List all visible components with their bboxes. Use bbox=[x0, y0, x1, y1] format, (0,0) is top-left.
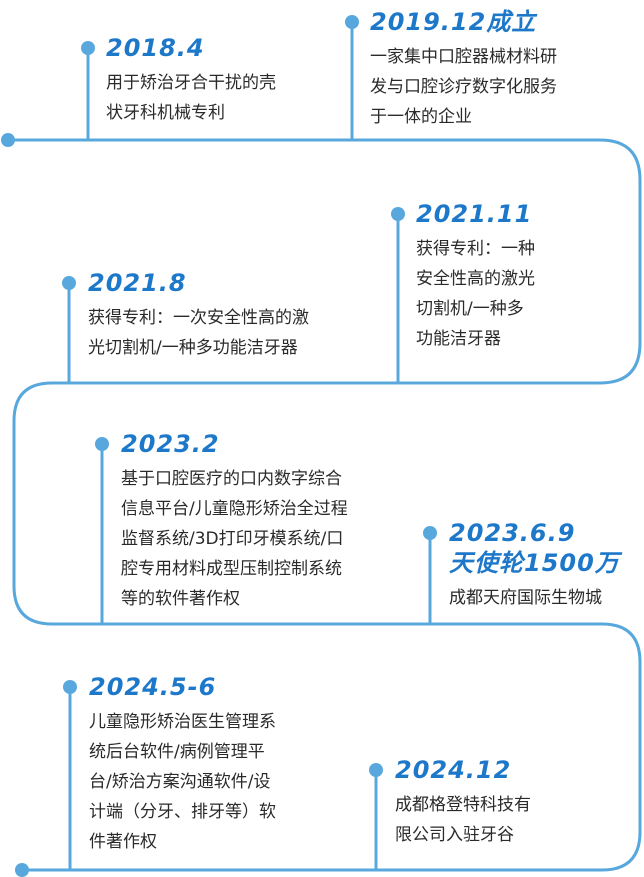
event-date: 2024.5-6 bbox=[89, 673, 217, 701]
event-line: 统后台软件/病例管理平 bbox=[89, 742, 265, 762]
event-line: 等的软件著作权 bbox=[121, 589, 240, 609]
event-line: 一家集中口腔器械材料研 bbox=[370, 47, 557, 67]
line-start-dot bbox=[1, 133, 15, 147]
line-end-dot bbox=[15, 863, 29, 877]
event-line: 计端（分牙、排牙等）软 bbox=[89, 802, 276, 822]
event-line: 光切割机/一种多功能洁牙器 bbox=[88, 338, 298, 358]
event-line: 于一体的企业 bbox=[370, 107, 472, 127]
dot-2023-6-9 bbox=[423, 526, 437, 540]
event-description: 用于矫治牙合干扰的壳 状牙科机械专利 bbox=[106, 68, 276, 128]
event-line: 腔专用材料成型压制控制系统 bbox=[121, 559, 342, 579]
event-date: 2023.6.9 bbox=[449, 519, 576, 547]
event-line: 件著作权 bbox=[89, 832, 157, 852]
event-2019-12: 2019.12成立 一家集中口腔器械材料研 发与口腔诊疗数字化服务 于一体的企业 bbox=[370, 8, 557, 132]
event-description: 一家集中口腔器械材料研 发与口腔诊疗数字化服务 于一体的企业 bbox=[370, 42, 557, 132]
event-line: 限公司入驻牙谷 bbox=[395, 825, 514, 845]
event-line: 发与口腔诊疗数字化服务 bbox=[370, 77, 557, 97]
event-funding: 天使轮1500万 bbox=[449, 549, 620, 577]
event-date: 2021.8 bbox=[88, 269, 187, 297]
event-line: 安全性高的激光 bbox=[416, 269, 535, 289]
event-line: 监督系统/3D打印牙模系统/口 bbox=[121, 529, 344, 549]
event-2023-6-9: 2023.6.9 天使轮1500万 成都天府国际生物城 bbox=[449, 519, 620, 613]
dot-2021-11 bbox=[391, 207, 405, 221]
dot-2021-8 bbox=[62, 276, 76, 290]
event-description: 成都格登特科技有 限公司入驻牙谷 bbox=[395, 790, 531, 850]
event-description: 儿童隐形矫治医生管理系 统后台软件/病例管理平 台/矫治方案沟通软件/设 计端（… bbox=[89, 707, 276, 857]
event-2024-5-6: 2024.5-6 儿童隐形矫治医生管理系 统后台软件/病例管理平 台/矫治方案沟… bbox=[89, 673, 276, 857]
dot-2019-12 bbox=[345, 15, 359, 29]
event-date: 2024.12 bbox=[395, 756, 512, 784]
event-2023-2: 2023.2 基于口腔医疗的口内数字综合 信息平台/儿童隐形矫治全过程 监督系统… bbox=[121, 430, 348, 614]
event-line: 获得专利：一次安全性高的激 bbox=[88, 308, 309, 328]
dot-2024-5-6 bbox=[63, 680, 77, 694]
event-line: 状牙科机械专利 bbox=[106, 103, 225, 123]
dot-2023-2 bbox=[95, 437, 109, 451]
event-2018-4: 2018.4 用于矫治牙合干扰的壳 状牙科机械专利 bbox=[106, 34, 276, 128]
dot-2018-4 bbox=[81, 41, 95, 55]
dot-2024-12 bbox=[369, 763, 383, 777]
event-2021-8: 2021.8 获得专利：一次安全性高的激 光切割机/一种多功能洁牙器 bbox=[88, 269, 309, 363]
event-date: 2023.2 bbox=[121, 430, 220, 458]
event-line: 获得专利：一种 bbox=[416, 239, 535, 259]
event-date: 2019.12成立 bbox=[370, 8, 537, 36]
event-line: 儿童隐形矫治医生管理系 bbox=[89, 712, 276, 732]
event-line: 台/矫治方案沟通软件/设 bbox=[89, 772, 271, 792]
event-line: 成都天府国际生物城 bbox=[449, 588, 602, 608]
event-description: 基于口腔医疗的口内数字综合 信息平台/儿童隐形矫治全过程 监督系统/3D打印牙模… bbox=[121, 464, 348, 614]
event-description: 获得专利：一种 安全性高的激光 切割机/一种多 功能洁牙器 bbox=[416, 234, 535, 354]
event-line: 信息平台/儿童隐形矫治全过程 bbox=[121, 499, 348, 519]
event-description: 获得专利：一次安全性高的激 光切割机/一种多功能洁牙器 bbox=[88, 303, 309, 363]
event-line: 基于口腔医疗的口内数字综合 bbox=[121, 469, 342, 489]
event-line: 功能洁牙器 bbox=[416, 329, 501, 349]
event-line: 用于矫治牙合干扰的壳 bbox=[106, 73, 276, 93]
event-line: 成都格登特科技有 bbox=[395, 795, 531, 815]
event-date: 2018.4 bbox=[106, 34, 205, 62]
event-date: 2021.11 bbox=[416, 200, 533, 228]
event-description: 成都天府国际生物城 bbox=[449, 583, 620, 613]
timeline-snake-line bbox=[8, 138, 642, 872]
event-2021-11: 2021.11 获得专利：一种 安全性高的激光 切割机/一种多 功能洁牙器 bbox=[416, 200, 535, 354]
event-line: 切割机/一种多 bbox=[416, 299, 524, 319]
event-2024-12: 2024.12 成都格登特科技有 限公司入驻牙谷 bbox=[395, 756, 531, 850]
